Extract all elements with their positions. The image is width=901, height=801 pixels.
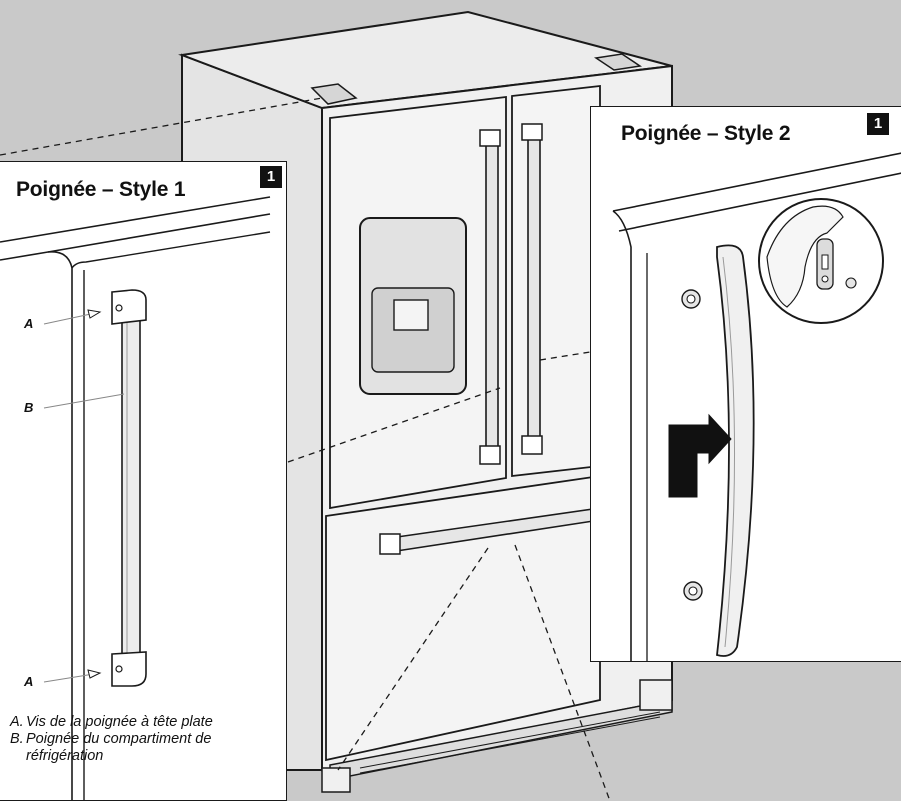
door-corner [71, 231, 271, 269]
step-badge: 1 [867, 113, 889, 135]
freezer-handle-end [379, 533, 401, 555]
callout-b: B [24, 400, 34, 415]
left-handle-cap-top [479, 129, 501, 147]
inset-hand [766, 205, 844, 308]
style2-illustration [612, 152, 901, 661]
door-corner [612, 210, 632, 661]
door-side-edge [618, 172, 901, 232]
push-arrow [668, 413, 732, 498]
callout-a-bottom: A [24, 674, 34, 689]
legend-item-b: B. Poignée du compartiment de réfrigérat… [10, 731, 282, 765]
door-side-edge [47, 213, 271, 253]
panel-title: Poignée – Style 2 [621, 122, 791, 145]
right-handle-cap-bottom [521, 435, 543, 455]
foot-front-right [639, 679, 673, 711]
panel-handle-style-1: Poignée – Style 1 1 A B A A. Vis de la p… [0, 161, 287, 801]
curved-handle [716, 244, 755, 657]
bolt-bottom [683, 581, 703, 601]
left-door-handle [485, 137, 499, 459]
style1-illustration [0, 196, 271, 800]
legend-text: Vis de la poignée à tête plate [26, 714, 213, 730]
right-door [511, 84, 601, 478]
callout-a-top: A [24, 316, 34, 331]
inset-detail-circle [758, 198, 884, 324]
top-hinge-left [310, 83, 358, 105]
screw-bottom [115, 665, 123, 673]
legend-text: Poignée du compartiment de réfrigération [26, 731, 212, 764]
legend-key: B. [10, 731, 24, 747]
panel-title: Poignée – Style 1 [16, 178, 186, 201]
legend-item-a: A. Vis de la poignée à tête plate [10, 714, 282, 731]
handle-mount-top [111, 289, 147, 325]
dispenser-paddle [393, 299, 429, 331]
screw-top [115, 304, 123, 312]
door-top-edge [612, 152, 901, 212]
legend-key: A. [10, 714, 24, 730]
top-hinge-right [593, 53, 643, 71]
inset-screw [845, 277, 857, 289]
step-badge: 1 [260, 166, 282, 188]
leader-lines [0, 97, 611, 801]
bolt-top [681, 289, 701, 309]
legend: A. Vis de la poignée à tête plate B. Poi… [10, 714, 282, 765]
right-handle-cap-top [521, 123, 543, 141]
left-handle-cap-bottom [479, 445, 501, 465]
foot-front-left [321, 767, 351, 793]
right-door-handle [527, 131, 541, 449]
door-top-edge [0, 196, 271, 243]
panel-handle-style-2: Poignée – Style 2 1 [590, 106, 901, 662]
handle-bar [121, 311, 141, 663]
handle-mount-bottom [111, 651, 147, 687]
